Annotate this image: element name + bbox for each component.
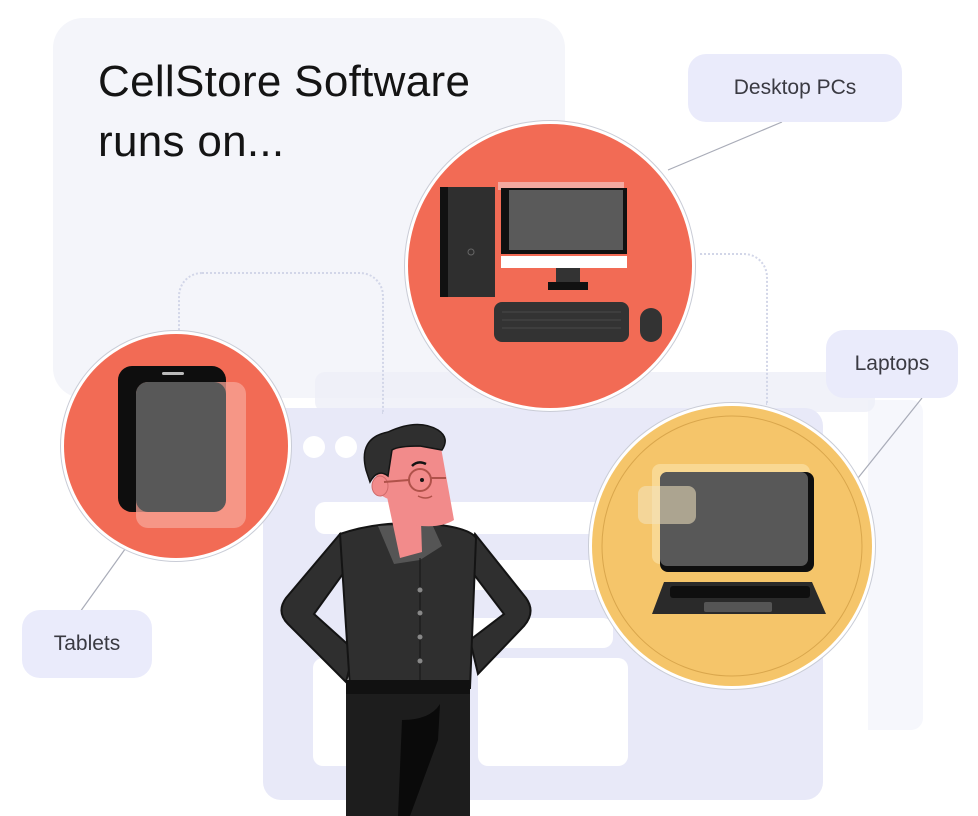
- label-text: Laptops: [854, 352, 930, 375]
- title-line-2: runs on...: [98, 117, 285, 166]
- laptop-icon: [601, 415, 863, 677]
- label-desktop-pcs: Desktop PCs: [688, 54, 902, 122]
- label-tablets: Tablets: [22, 610, 152, 678]
- desktop-pc-icon: [440, 182, 662, 342]
- page-title: CellStore Software runs on...: [98, 52, 470, 172]
- window-dot: [303, 436, 325, 458]
- tablet-icon: [118, 366, 246, 528]
- window-dot: [335, 436, 357, 458]
- label-text: Desktop PCs: [733, 76, 857, 99]
- tablet-circle: [64, 334, 288, 558]
- label-laptops: Laptops: [826, 330, 958, 398]
- person-illustration: [280, 423, 532, 816]
- label-text: Tablets: [53, 632, 121, 655]
- title-line-1: CellStore Software: [98, 57, 471, 106]
- dotted-connector: [700, 253, 768, 405]
- desktop-pc-circle: [408, 124, 692, 408]
- window-content-block: [478, 658, 628, 766]
- laptop-circle: [592, 406, 872, 686]
